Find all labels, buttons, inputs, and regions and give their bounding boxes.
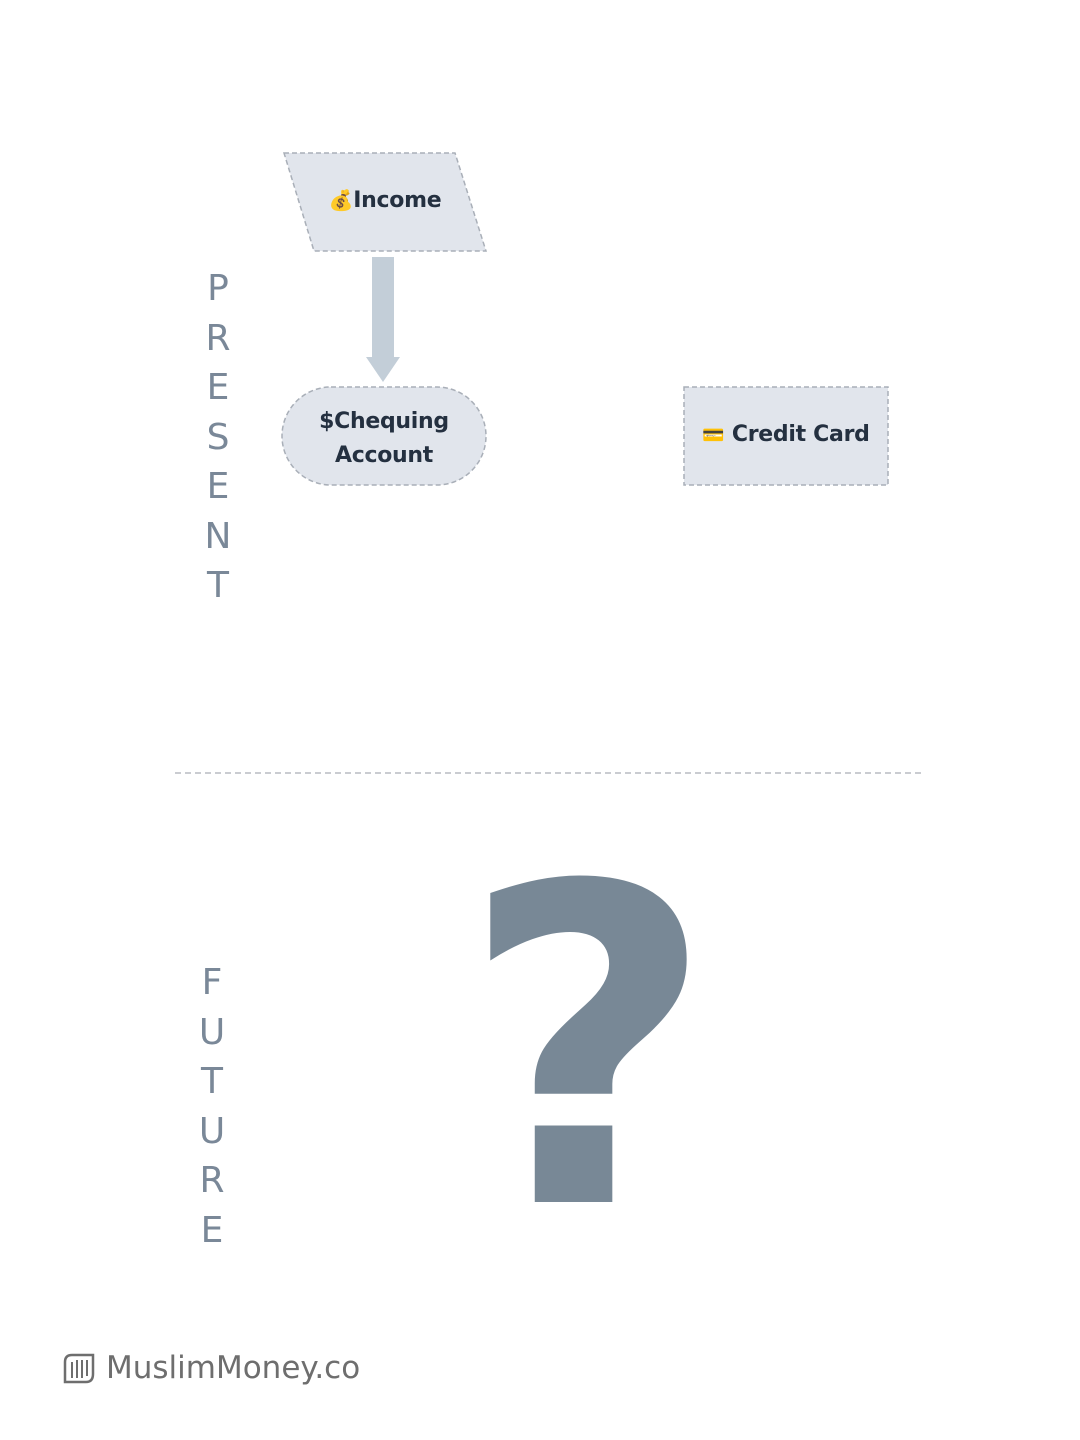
- future-letter: R: [199, 1160, 225, 1201]
- future-letter: U: [198, 1110, 226, 1152]
- dollar-icon: $: [319, 409, 335, 434]
- future-letter: F: [201, 962, 223, 1003]
- money-bag-icon: 💰: [328, 188, 354, 212]
- present-letter: E: [206, 367, 230, 408]
- future-letter: U: [198, 1011, 226, 1053]
- chequing-node-shape[interactable]: [281, 386, 487, 486]
- income-node-shape[interactable]: [282, 152, 488, 252]
- present-letter: T: [207, 565, 229, 606]
- credit-card-label: Credit Card: [731, 422, 870, 447]
- brand-logo: MuslimMoney.co: [62, 1350, 360, 1386]
- income-label: Income: [353, 188, 442, 213]
- future-letter: T: [201, 1061, 223, 1102]
- present-letter: N: [204, 515, 232, 557]
- chequing-label-line1: Chequing: [334, 409, 449, 434]
- present-letter: E: [206, 466, 230, 507]
- future-letter: E: [200, 1209, 224, 1251]
- brand-name: MuslimMoney.co: [106, 1350, 361, 1386]
- brand-icon: [63, 1353, 95, 1384]
- arrow-down: [366, 257, 400, 382]
- present-letter: R: [205, 317, 231, 359]
- credit-card-node[interactable]: 💳 Credit Card: [684, 422, 888, 447]
- question-mark: ?: [460, 794, 716, 1306]
- present-letter: S: [206, 416, 230, 458]
- income-node[interactable]: 💰Income: [300, 188, 470, 213]
- present-letter: P: [207, 268, 229, 309]
- present-label: P R E S E N T: [200, 264, 236, 611]
- future-label: F U T U R E: [194, 958, 230, 1255]
- chequing-label-line2: Account: [335, 443, 433, 468]
- chequing-node[interactable]: $Chequing Account: [282, 405, 486, 473]
- credit-card-icon: 💳: [702, 425, 725, 446]
- credit-card-node-shape[interactable]: [683, 386, 889, 486]
